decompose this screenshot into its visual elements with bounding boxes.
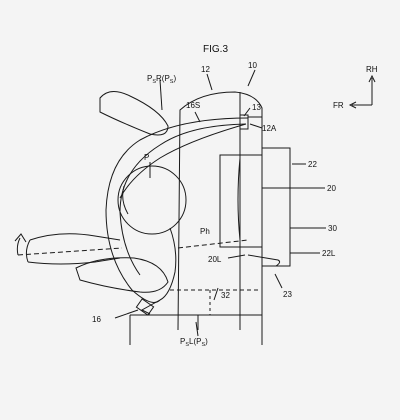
- label-22l: 22L: [322, 249, 336, 258]
- label-psr: PSR(PS): [147, 74, 176, 85]
- label-10: 10: [248, 61, 257, 70]
- leader-12a: [249, 123, 263, 129]
- leader-16s: [194, 111, 201, 123]
- label-psl: PSL(PS): [180, 337, 208, 348]
- label-16s: 16S: [186, 101, 200, 110]
- cushion-top: [130, 314, 263, 345]
- airbag-outer: [105, 117, 249, 303]
- label-16: 16: [92, 315, 101, 324]
- module-22-box: [261, 147, 291, 267]
- bracket-13: [239, 114, 262, 130]
- leader-10: [247, 69, 256, 87]
- label-p: P: [144, 153, 149, 162]
- strap-16: [140, 299, 161, 315]
- centerline-dashed: [17, 239, 249, 256]
- fr-label: FR: [333, 101, 344, 110]
- figure-title: FIG.3: [203, 44, 228, 55]
- leader-16: [114, 309, 139, 319]
- fr-arrow-head: [348, 101, 357, 109]
- seat-cushion: [129, 314, 263, 345]
- curved-arrow-shaft: [16, 237, 21, 256]
- module-inner-curve: [237, 157, 241, 241]
- inflator-module: [219, 147, 291, 267]
- head-detail: [122, 185, 129, 215]
- label-32: 32: [221, 291, 230, 300]
- leader-13: [243, 107, 251, 117]
- leader-pr: [159, 79, 163, 111]
- airbag: [105, 117, 249, 303]
- label-20l: 20L: [208, 255, 222, 264]
- face-cone-tip: [25, 239, 31, 263]
- module-20-box: [219, 154, 263, 248]
- tab-20l: [247, 254, 281, 267]
- label-12a: 12A: [262, 124, 277, 133]
- occupant-head: [117, 165, 187, 235]
- airbag-inner: [119, 123, 247, 276]
- curved-arrow-head: [14, 233, 27, 243]
- occupant-arm-lower: [75, 257, 169, 293]
- label-30: 30: [328, 224, 337, 233]
- leader-23: [274, 273, 283, 289]
- label-20: 20: [327, 184, 336, 193]
- bracket-13-box: [239, 114, 249, 130]
- direction-indicator: RH FR: [333, 65, 378, 110]
- occupant-arm-upper: [99, 91, 169, 136]
- rh-arrow-head: [368, 74, 376, 83]
- leader-20l: [227, 254, 246, 259]
- leader-pl: [195, 321, 199, 337]
- leader-32: [213, 287, 219, 301]
- anchor-16: [135, 298, 155, 316]
- label-ph: Ph: [200, 227, 210, 236]
- rh-label: RH: [366, 65, 378, 74]
- leader-12: [206, 73, 213, 91]
- tether-upper: [119, 123, 247, 199]
- occupant-shoulder: [159, 227, 177, 301]
- face-cone-top: [29, 233, 121, 241]
- face-cone-bottom: [27, 257, 121, 265]
- label-22: 22: [308, 160, 317, 169]
- seatback-outline: [177, 91, 263, 331]
- curved-arrow: [14, 233, 27, 256]
- label-23: 23: [283, 290, 292, 299]
- label-12: 12: [201, 65, 210, 74]
- label-13: 13: [252, 103, 261, 112]
